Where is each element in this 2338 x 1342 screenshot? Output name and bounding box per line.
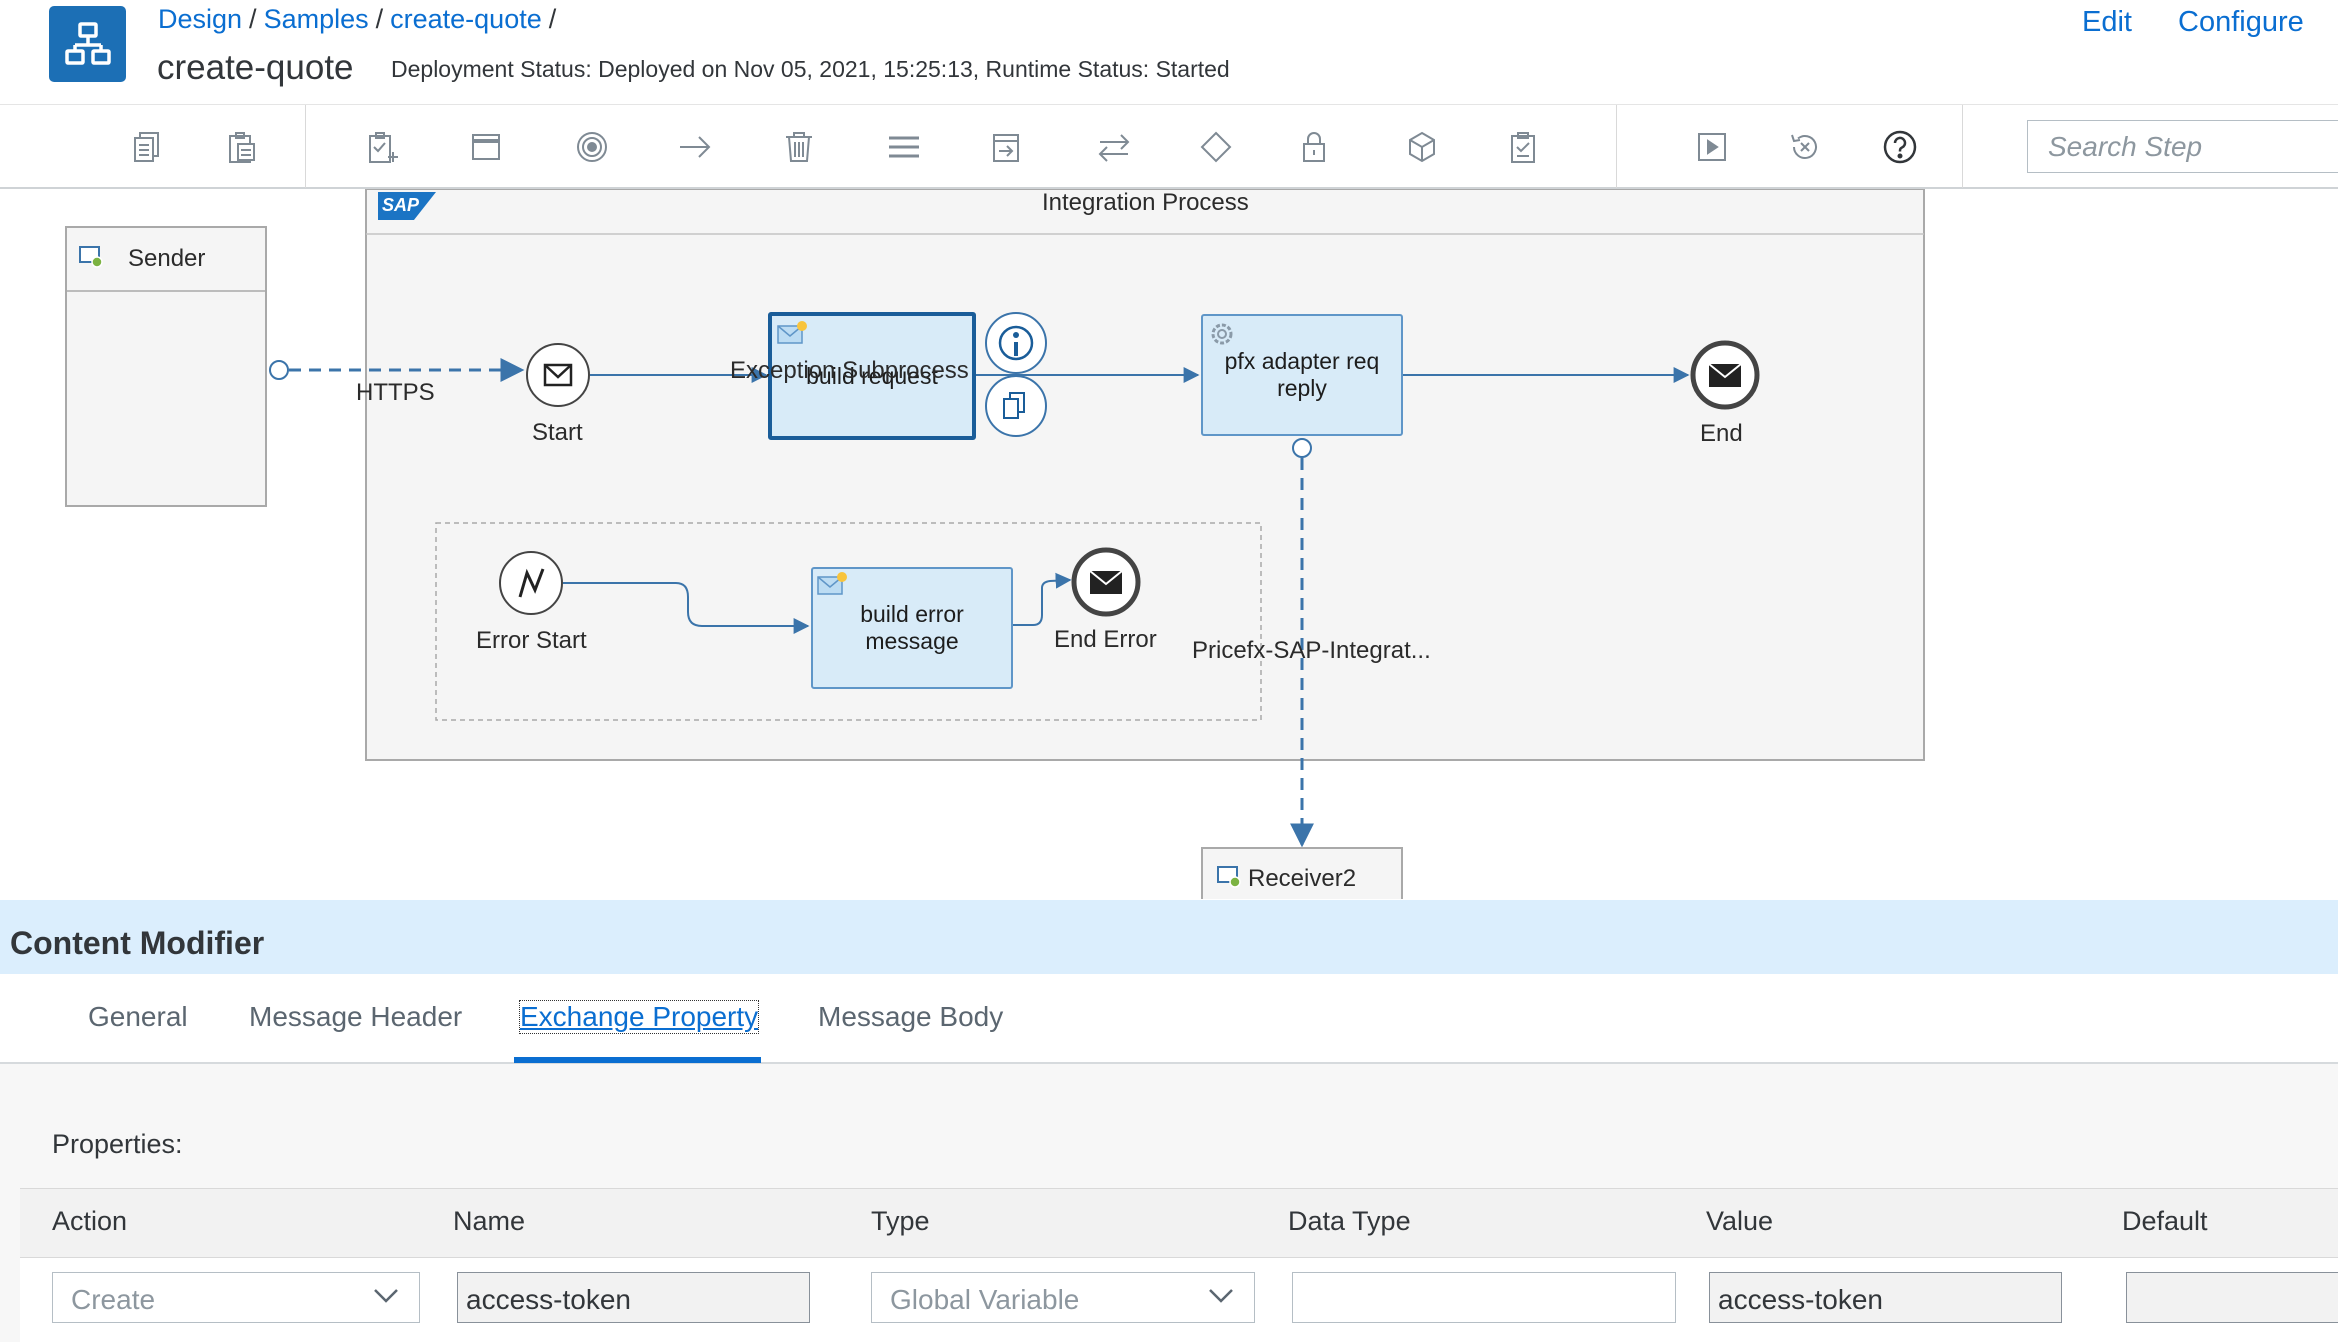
column-header-action: Action bbox=[52, 1206, 128, 1236]
shell-header: Design/Samples/create-quote/ create-quot… bbox=[0, 0, 2338, 104]
https-label: HTTPS bbox=[356, 379, 435, 406]
delete-icon[interactable] bbox=[779, 127, 819, 167]
tab-message-body[interactable]: Message Body bbox=[818, 1001, 1004, 1032]
default-field[interactable] bbox=[2126, 1272, 2338, 1323]
breadcrumb-create-quote[interactable]: create-quote bbox=[390, 4, 542, 34]
copy-icon[interactable] bbox=[127, 127, 167, 167]
integration-process-title: Integration Process bbox=[1042, 189, 1249, 216]
receiver-label: Receiver2 bbox=[1248, 865, 1357, 892]
properties-label: Properties: bbox=[52, 1129, 183, 1159]
panel-tabs: General Message Header Exchange Property… bbox=[0, 974, 2338, 1064]
type-select[interactable]: Global Variable bbox=[871, 1272, 1255, 1323]
column-header-default: Default bbox=[2122, 1206, 2208, 1236]
integration-process-pool bbox=[365, 189, 1925, 761]
add-to-clipboard-icon[interactable] bbox=[363, 127, 403, 167]
step-label: build request bbox=[806, 362, 938, 389]
active-tab-indicator bbox=[514, 1057, 761, 1063]
gear-icon bbox=[1207, 319, 1237, 354]
value-field[interactable]: access-token bbox=[1709, 1272, 2062, 1323]
target-icon[interactable] bbox=[572, 127, 612, 167]
configure-button[interactable]: Configure bbox=[2178, 6, 2304, 38]
content-modifier-icon bbox=[816, 571, 848, 602]
column-header-type: Type bbox=[871, 1206, 930, 1236]
end-label: End bbox=[1700, 420, 1743, 447]
checklist-icon[interactable] bbox=[1503, 127, 1543, 167]
paste-icon[interactable] bbox=[222, 127, 262, 167]
content-modifier-icon bbox=[776, 320, 808, 351]
participant-icon bbox=[1216, 865, 1242, 894]
integration-flow-canvas[interactable]: SAP Integration Process Sender HTTPS Sta… bbox=[0, 189, 2338, 899]
end-error-label: End Error bbox=[1054, 626, 1157, 653]
edit-button[interactable]: Edit bbox=[2082, 6, 2132, 38]
step-label: pfx adapter req bbox=[1224, 348, 1380, 374]
error-start-label: Error Start bbox=[476, 627, 587, 654]
search-step-input[interactable]: Search Step bbox=[2027, 120, 2338, 173]
exception-subprocess bbox=[435, 522, 1262, 721]
data-type-field[interactable] bbox=[1292, 1272, 1676, 1323]
action-select-value: Create bbox=[71, 1284, 156, 1315]
chevron-down-icon bbox=[374, 1289, 398, 1303]
arrow-right-icon[interactable] bbox=[675, 127, 715, 167]
breadcrumb-samples[interactable]: Samples bbox=[263, 4, 369, 34]
page-title: create-quote bbox=[157, 48, 354, 87]
properties-table-header bbox=[20, 1188, 2338, 1258]
editor-toolbar bbox=[0, 104, 2338, 189]
chevron-down-icon bbox=[1209, 1289, 1233, 1303]
help-icon[interactable] bbox=[1880, 127, 1920, 167]
menu-icon[interactable] bbox=[884, 127, 924, 167]
clear-simulation-icon[interactable] bbox=[1785, 127, 1825, 167]
window-icon[interactable] bbox=[466, 127, 506, 167]
column-header-value: Value bbox=[1706, 1206, 1774, 1236]
step-label: message bbox=[865, 628, 959, 654]
column-header-data-type: Data Type bbox=[1288, 1206, 1411, 1236]
connection-label[interactable]: Pricefx-SAP-Integrat... bbox=[1192, 637, 1431, 664]
sender-label: Sender bbox=[128, 245, 206, 272]
sender-participant bbox=[65, 226, 267, 507]
toolbar-separator bbox=[1962, 105, 1963, 188]
tab-exchange-property[interactable]: Exchange Property bbox=[518, 1000, 760, 1034]
breadcrumb: Design/Samples/create-quote/ bbox=[158, 4, 557, 34]
step-label: reply bbox=[1277, 375, 1327, 401]
exception-subprocess-title: Exception Subprocess bbox=[730, 357, 969, 384]
action-select[interactable]: Create bbox=[52, 1272, 420, 1323]
deployment-status: Deployment Status: Deployed on Nov 05, 2… bbox=[391, 56, 1230, 82]
gateway-icon[interactable] bbox=[1196, 127, 1236, 167]
tab-message-header[interactable]: Message Header bbox=[249, 1001, 463, 1032]
flow-diagram bbox=[65, 189, 1925, 899]
tab-general[interactable]: General bbox=[88, 1001, 188, 1032]
toolbar-separator bbox=[1616, 105, 1617, 188]
column-header-name: Name bbox=[453, 1206, 526, 1236]
start-label: Start bbox=[532, 419, 583, 446]
integration-flow-app-icon bbox=[49, 6, 126, 82]
package-icon[interactable] bbox=[1402, 127, 1442, 167]
type-select-value: Global Variable bbox=[890, 1284, 1080, 1315]
transfer-icon[interactable] bbox=[1094, 127, 1134, 167]
properties-panel-header bbox=[0, 900, 2338, 974]
lock-icon[interactable] bbox=[1294, 127, 1334, 167]
simulate-icon[interactable] bbox=[1692, 127, 1732, 167]
step-label: build error bbox=[860, 601, 964, 627]
participant-icon bbox=[78, 245, 104, 268]
name-field[interactable]: access-token bbox=[457, 1272, 810, 1323]
breadcrumb-design[interactable]: Design bbox=[158, 4, 243, 34]
external-call-icon[interactable] bbox=[986, 127, 1026, 167]
toolbar-separator bbox=[305, 105, 306, 188]
panel-title: Content Modifier bbox=[10, 925, 265, 961]
